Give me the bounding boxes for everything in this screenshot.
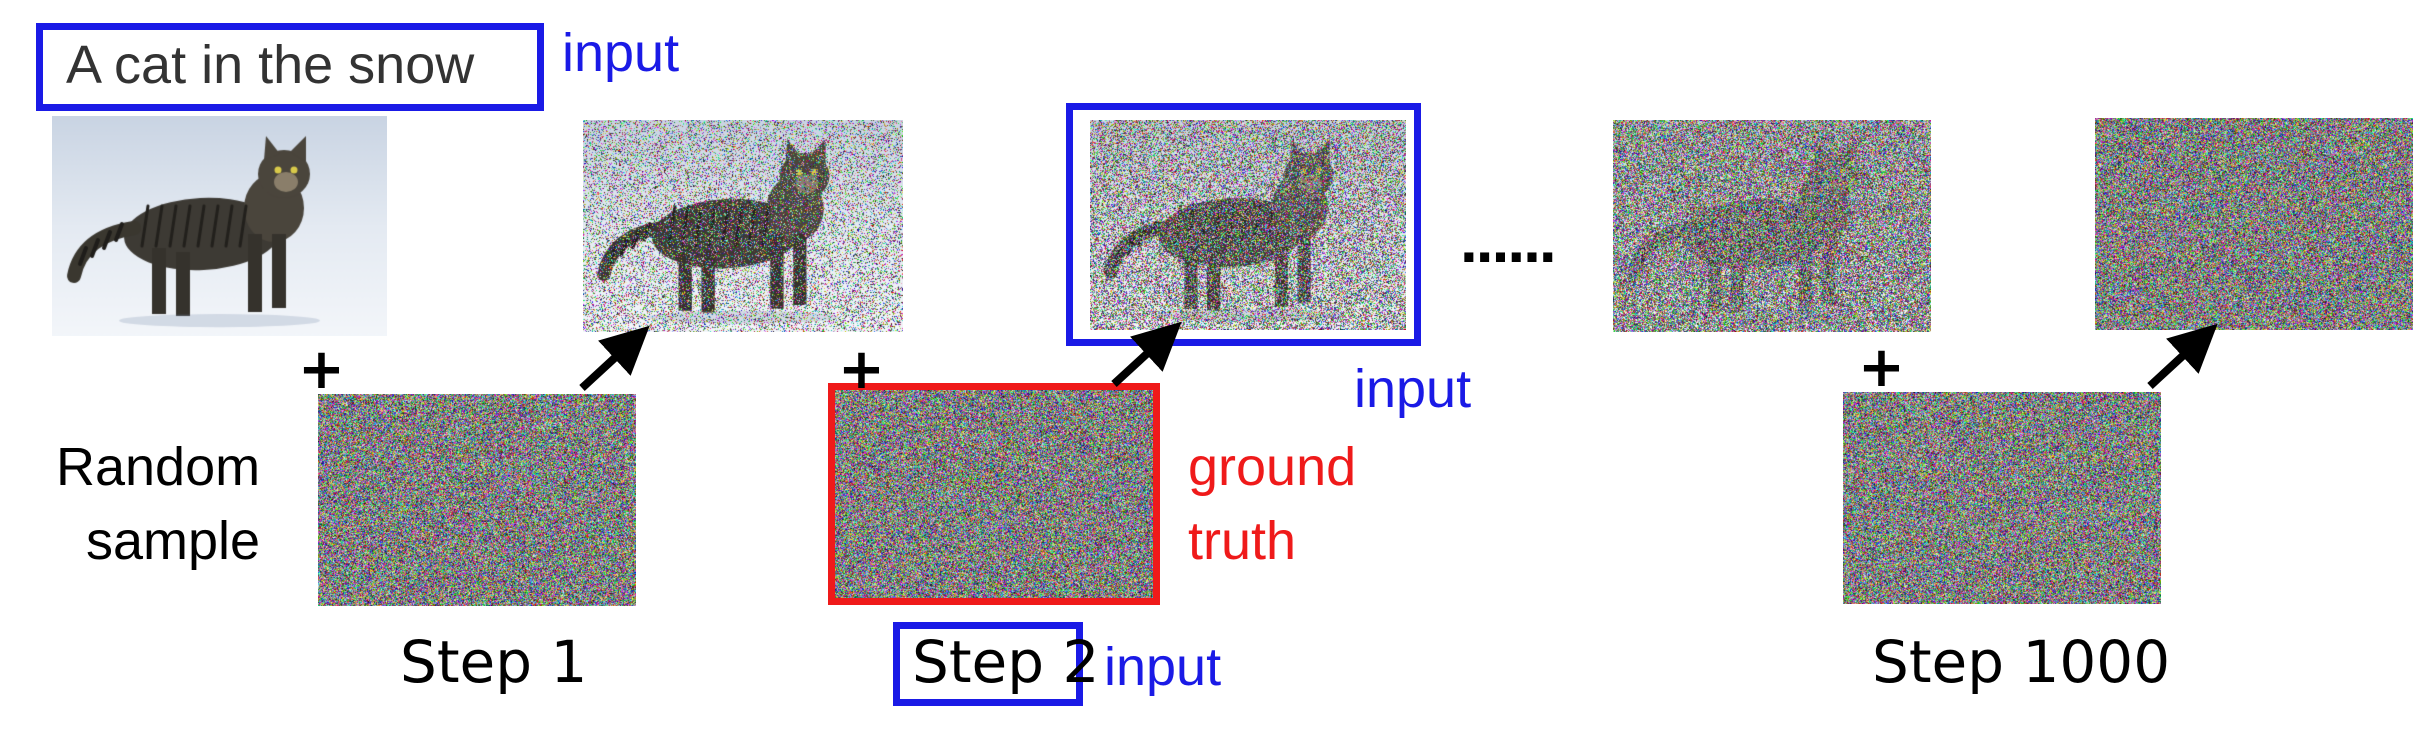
step2-input-box	[893, 622, 1083, 706]
plus-sign-1: +	[298, 337, 345, 402]
step2-noise-sample	[834, 390, 1154, 600]
plus-sign-2: +	[838, 337, 885, 402]
random-sample-label-line2: sample	[86, 511, 261, 571]
step1000-noise-sample	[1843, 392, 2161, 604]
step2-input-label: input	[1104, 637, 1222, 697]
clean-cat-image	[52, 116, 387, 336]
step1000-caption: Step 1000	[1872, 628, 2171, 696]
arrow-step2	[1111, 321, 1182, 387]
step1000-noise-image	[2095, 118, 2413, 330]
step1-noise-sample	[318, 394, 636, 606]
arrow-step1	[579, 325, 650, 391]
prompt-box	[36, 23, 544, 111]
step2-image-input-label: input	[1354, 359, 1472, 419]
late-step-noisy-cat-image	[1613, 120, 1931, 332]
step2-image-input-frame	[1066, 103, 1421, 346]
arrow-step1000	[2147, 323, 2218, 389]
step2-noisy-cat-image	[1090, 120, 1406, 330]
ellipsis: ......	[1460, 204, 1557, 276]
ground-truth-frame	[828, 383, 1160, 605]
step1-noisy-cat-image	[583, 120, 903, 332]
step1-caption: Step 1	[400, 628, 588, 696]
plus-sign-3: +	[1858, 335, 1905, 400]
ground-truth-label-line1: ground	[1188, 437, 1357, 497]
step2-caption: Step 2	[912, 628, 1100, 696]
random-sample-label-line1: Random	[56, 437, 261, 497]
prompt-text: A cat in the snow	[66, 35, 475, 95]
prompt-input-label: input	[562, 23, 680, 83]
ground-truth-label-line2: truth	[1188, 511, 1297, 571]
